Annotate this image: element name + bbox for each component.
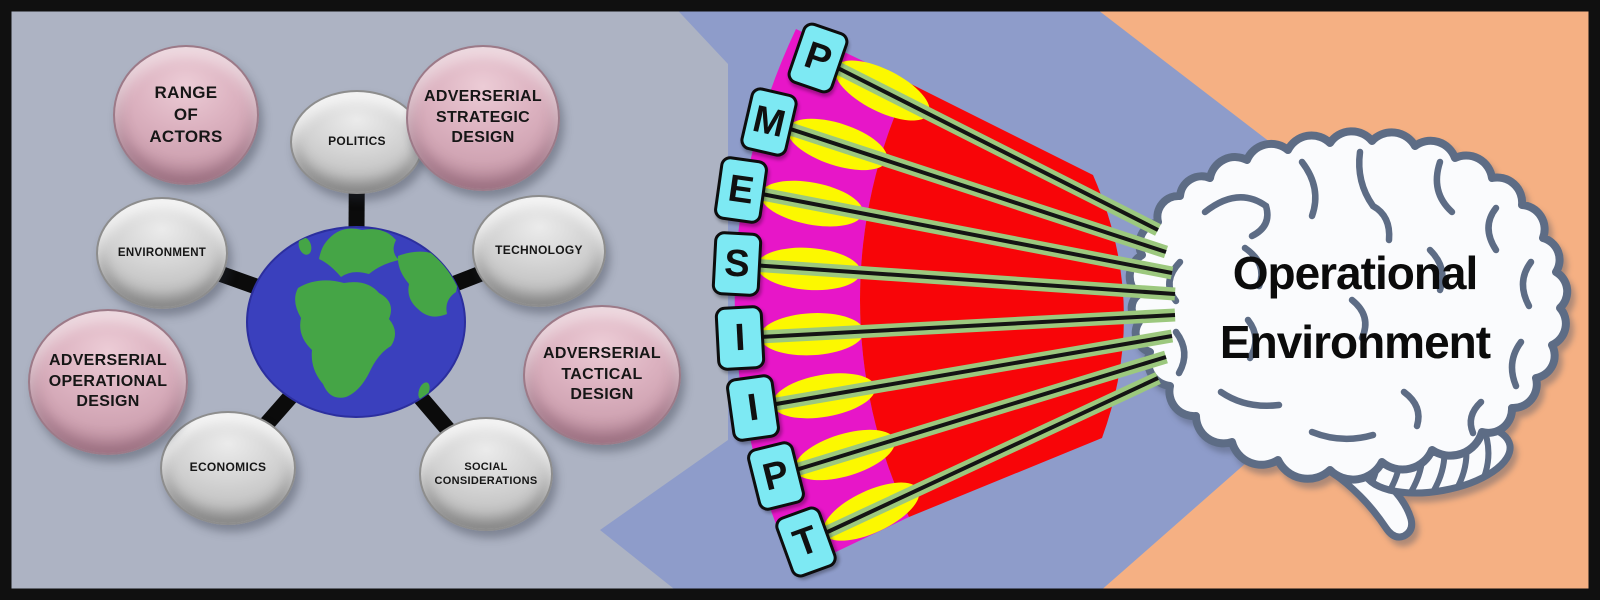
brain-title-line2: Environment — [1219, 316, 1491, 368]
brain-fold-2 — [1356, 148, 1393, 244]
fan-red-band — [860, 83, 1124, 517]
continent-asia — [397, 251, 458, 317]
letter-tile-3-S: S — [711, 230, 763, 298]
beam-core-1 — [768, 120, 1167, 254]
beam-core-0 — [817, 56, 1159, 232]
node-label-line: ADVERSERIAL — [543, 345, 661, 363]
node-environment: ENVIRONMENT — [96, 197, 228, 309]
node-label-line: ACTORS — [149, 126, 223, 146]
beam-core-6 — [775, 355, 1167, 478]
node-label-line: CONSIDERATIONS — [434, 475, 538, 487]
brain-fold-7 — [1467, 398, 1485, 437]
node-label-line: OPERATIONAL — [48, 372, 168, 390]
brain-title: Operational Environment — [1130, 239, 1580, 377]
node-label-line: STRATEGIC — [436, 108, 530, 126]
beam-core-7 — [805, 376, 1159, 544]
globe-continents — [295, 228, 458, 400]
beam-core-2 — [740, 188, 1173, 275]
brain-illustration — [1125, 127, 1572, 541]
node-label-line: RANGE — [154, 83, 218, 103]
node-label-line: DESIGN — [76, 393, 140, 411]
node-label-line: ADVERSERIAL — [424, 88, 542, 106]
brain-fold-16 — [1244, 316, 1259, 362]
node-label-line: ADVERSERIAL — [49, 352, 167, 370]
letter-tile-2-E: E — [712, 154, 770, 226]
node-social-considerations: SOCIAL CONSIDERATIONS — [419, 417, 553, 531]
brain-fold-11 — [1308, 428, 1377, 443]
brain-fold-13 — [1400, 388, 1422, 430]
node-politics: POLITICS — [290, 90, 424, 194]
brain-fold-0 — [1201, 194, 1271, 240]
letter-tile-5-I: I — [724, 372, 782, 444]
node-adverserial-tactical-design: ADVERSERIAL TACTICAL DESIGN — [523, 305, 681, 445]
node-adverserial-operational-design: ADVERSERIAL OPERATIONAL DESIGN — [28, 309, 188, 455]
brain-fold-14 — [1348, 296, 1369, 342]
brain-fold-1 — [1298, 158, 1319, 220]
beam-core-3 — [736, 262, 1176, 296]
continent-europe — [319, 228, 399, 277]
brain-title-line1: Operational — [1232, 247, 1479, 299]
continent-africa — [295, 280, 396, 398]
beams-layer — [736, 52, 1176, 548]
brain-fold-4 — [1485, 204, 1500, 254]
node-label-line: POLITICS — [328, 134, 386, 149]
letter-tile-4-I: I — [714, 304, 766, 372]
node-label-line: ENVIRONMENT — [117, 246, 207, 259]
brain-fold-6 — [1508, 338, 1525, 390]
brain-outline — [1125, 127, 1572, 484]
node-label-line: OF — [173, 105, 199, 125]
node-economics: ECONOMICS — [160, 411, 296, 525]
brain-fold-3 — [1433, 158, 1456, 216]
node-label-line: DESIGN — [451, 129, 515, 147]
node-label-line: ECONOMICS — [189, 460, 267, 475]
brain-fold-10 — [1217, 388, 1283, 409]
node-technology: TECHNOLOGY — [472, 195, 606, 307]
beam-core-4 — [739, 313, 1176, 340]
node-label-line: TACTICAL — [561, 365, 643, 383]
brain-fold-5 — [1519, 258, 1535, 310]
brain-fold-15 — [1426, 246, 1446, 294]
beam-core-5 — [752, 334, 1173, 410]
brain-fold-12 — [1241, 244, 1265, 290]
node-label-line: TECHNOLOGY — [495, 243, 583, 258]
node-label-line: DESIGN — [570, 386, 634, 404]
brain-fold-9 — [1172, 328, 1188, 377]
node-adverserial-strategic-design: ADVERSERIAL STRATEGIC DESIGN — [406, 45, 560, 191]
continent-uk — [298, 237, 312, 255]
node-label-line: SOCIAL — [464, 460, 508, 473]
